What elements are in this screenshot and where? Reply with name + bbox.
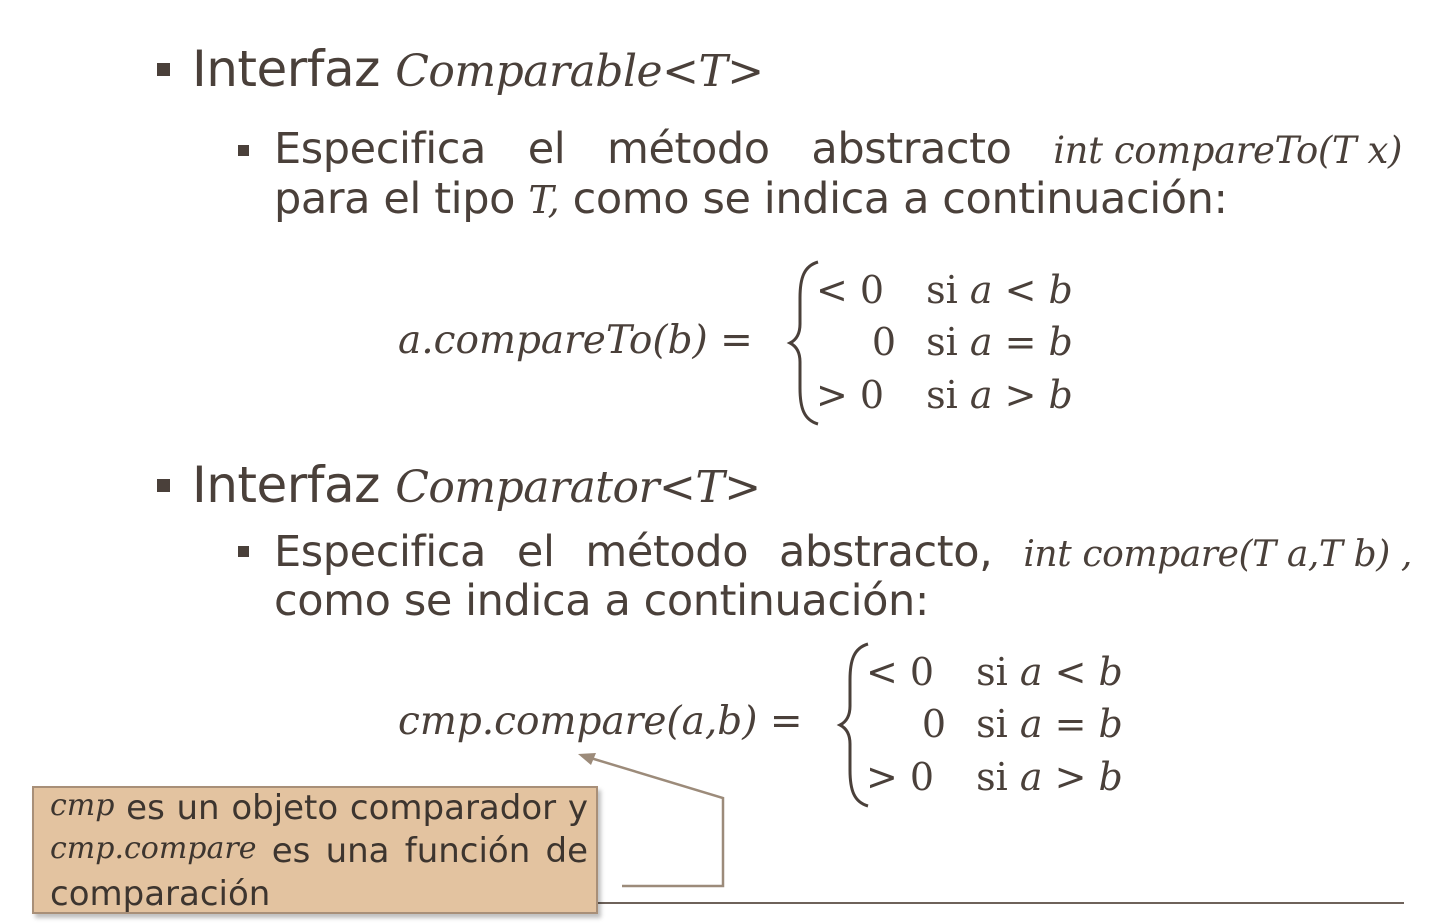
var-b: b xyxy=(1098,702,1123,746)
case-si: si xyxy=(926,320,958,364)
formula2-case-row: > 0 si a > b xyxy=(866,755,1123,799)
section1-desc-line1: Especifica el método abstracto int compa… xyxy=(274,124,1402,174)
section1-label: Interfaz xyxy=(192,40,380,98)
word: abstracto xyxy=(811,124,1012,174)
section1-desc-line2: para el tipo T, como se indica a continu… xyxy=(274,174,1228,224)
operator: > xyxy=(1004,373,1037,417)
operator: = xyxy=(1004,320,1037,364)
operator: > xyxy=(1054,755,1087,799)
case-si: si xyxy=(926,268,958,312)
left-brace-icon xyxy=(836,642,869,808)
section1-type-name: Comparable<T> xyxy=(395,46,764,97)
formula1-lhs: a.compareTo(b) = xyxy=(398,318,753,363)
section2-heading: Interfaz Comparator<T> xyxy=(192,456,761,514)
word: es xyxy=(271,831,311,871)
section1-heading: Interfaz Comparable<T> xyxy=(192,40,764,98)
formula2-lhs: cmp.compare(a,b) = xyxy=(398,699,803,744)
operator: < xyxy=(1004,268,1037,312)
footer-divider xyxy=(598,902,1404,904)
word: el xyxy=(527,124,566,174)
section2-desc-line2: como se indica a continuación: xyxy=(274,576,929,626)
callout-box: cmp es un objeto comparador y cmp.compar… xyxy=(32,786,598,914)
var-a: a xyxy=(1019,755,1043,799)
case-si: si xyxy=(976,755,1008,799)
word: Especifica xyxy=(274,124,486,174)
var-b: b xyxy=(1048,268,1073,312)
word: función xyxy=(404,831,531,871)
formula1-case-row: 0 si a = b xyxy=(816,320,1073,364)
method-signature: int compareTo(T x) xyxy=(1053,129,1402,172)
callout-line2: cmp.compare es una función de xyxy=(50,831,588,871)
formula1-case-row: > 0 si a > b xyxy=(816,373,1073,417)
word: objeto xyxy=(231,788,339,828)
word: de xyxy=(545,831,589,871)
case-value: 0 xyxy=(871,320,896,364)
bullet-square-icon xyxy=(238,145,249,156)
word: Especifica xyxy=(274,527,486,577)
formula2-case-row: 0 si a = b xyxy=(866,702,1123,746)
case-value: 0 xyxy=(921,702,946,746)
section2-label: Interfaz xyxy=(192,456,380,514)
word: y xyxy=(567,788,588,828)
formula1-case-row: < 0 si a < b xyxy=(816,268,1073,312)
type-var: T, xyxy=(528,178,560,222)
word: abstracto, xyxy=(779,527,993,577)
word: es xyxy=(126,788,165,828)
formula2-case-row: < 0 si a < b xyxy=(866,650,1123,694)
callout-var-cmp: cmp xyxy=(50,788,115,823)
word: comparador xyxy=(349,788,557,828)
callout-line1: cmp es un objeto comparador y xyxy=(50,788,588,828)
section2-desc-line1: Especifica el método abstracto, int comp… xyxy=(274,527,1412,577)
desc-post: como se indica a continuación: xyxy=(572,174,1228,224)
desc-pre: para el tipo xyxy=(274,174,516,224)
word: un xyxy=(176,788,220,828)
case-value: > 0 xyxy=(866,755,935,799)
word: método xyxy=(606,124,770,174)
word: una xyxy=(325,831,390,871)
case-si: si xyxy=(926,373,958,417)
bullet-square-icon xyxy=(238,546,249,557)
word: el xyxy=(516,527,555,577)
var-a: a xyxy=(1019,702,1043,746)
operator: < xyxy=(1054,650,1087,694)
section2-type-name: Comparator<T> xyxy=(395,462,761,513)
case-value: < 0 xyxy=(866,650,935,694)
bullet-square-icon xyxy=(157,479,170,492)
var-a: a xyxy=(969,373,993,417)
var-b: b xyxy=(1098,650,1123,694)
word: método xyxy=(585,527,749,577)
callout-line3: comparación xyxy=(50,874,271,914)
callout-var-cmp-compare: cmp.compare xyxy=(50,831,257,866)
var-a: a xyxy=(969,268,993,312)
var-a: a xyxy=(969,320,993,364)
case-value: > 0 xyxy=(816,373,885,417)
var-b: b xyxy=(1048,373,1073,417)
left-brace-icon xyxy=(786,260,819,426)
var-b: b xyxy=(1098,755,1123,799)
case-si: si xyxy=(976,702,1008,746)
method-signature: int compare(T a,T b) , xyxy=(1023,534,1412,575)
callout-arrow-icon xyxy=(578,753,725,888)
case-si: si xyxy=(976,650,1008,694)
bullet-square-icon xyxy=(157,63,170,76)
case-value: < 0 xyxy=(816,268,885,312)
operator: = xyxy=(1054,702,1087,746)
var-b: b xyxy=(1048,320,1073,364)
var-a: a xyxy=(1019,650,1043,694)
